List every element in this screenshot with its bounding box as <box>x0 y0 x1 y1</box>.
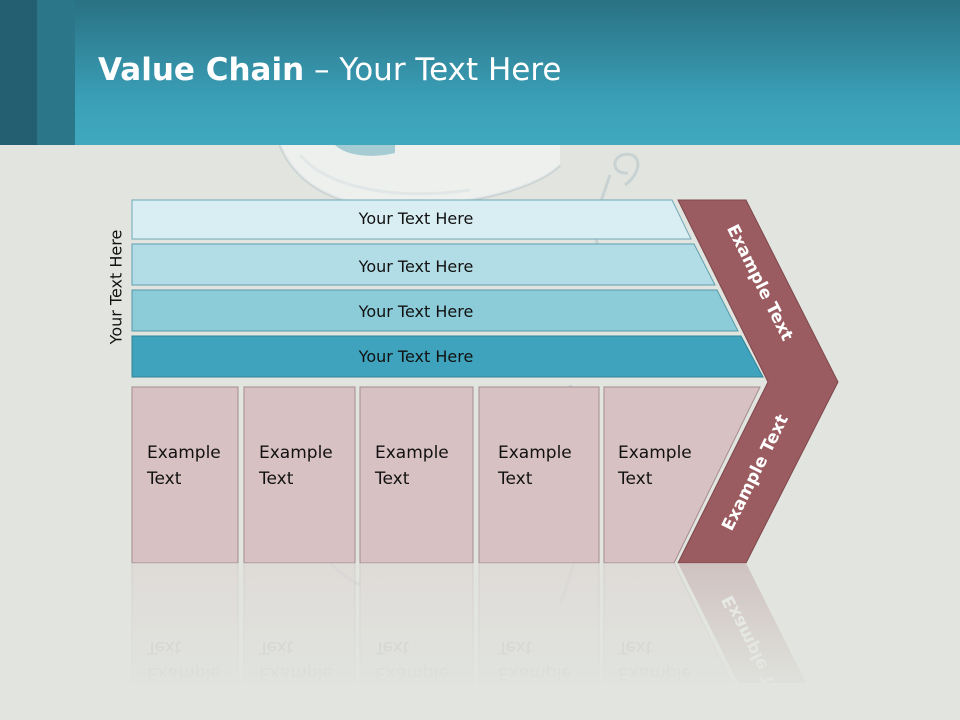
margin-chevron-arrow <box>677 199 839 564</box>
primary-box-2-line1: Example <box>259 443 333 463</box>
support-row-3 <box>131 289 739 332</box>
primary-box-5-line2: Text <box>617 469 653 489</box>
primary-box-4-line1: Example <box>498 443 572 463</box>
reflection-fade <box>0 563 960 720</box>
primary-box-2 <box>243 386 356 564</box>
title-bold: Value Chain <box>98 52 305 88</box>
header-band <box>0 0 960 145</box>
support-row-1 <box>131 199 692 240</box>
primary-box-4 <box>478 386 600 564</box>
primary-box-4-line2: Text <box>497 469 533 489</box>
title-rest: – Your Text Here <box>304 52 562 88</box>
primary-box-3 <box>359 386 474 564</box>
primary-box-3-line2: Text <box>374 469 410 489</box>
primary-box-5-line1: Example <box>618 443 692 463</box>
header-accent-bar-dark <box>0 0 37 145</box>
primary-box-1-line2: Text <box>146 469 182 489</box>
primary-box-1-line1: Example <box>147 443 221 463</box>
support-row-2 <box>131 243 716 286</box>
support-row-1-label: Your Text Here <box>358 209 474 228</box>
primary-box-2-line2: Text <box>258 469 294 489</box>
header-accent-bar <box>37 0 75 145</box>
support-row-2-label: Your Text Here <box>358 257 474 276</box>
support-row-4-label: Your Text Here <box>358 347 474 366</box>
support-row-3-label: Your Text Here <box>358 302 474 321</box>
slide-title: Value Chain – Your Text Here <box>98 52 561 88</box>
primary-box-3-line1: Example <box>375 443 449 463</box>
support-row-4 <box>131 335 764 378</box>
primary-box-1 <box>131 386 239 564</box>
